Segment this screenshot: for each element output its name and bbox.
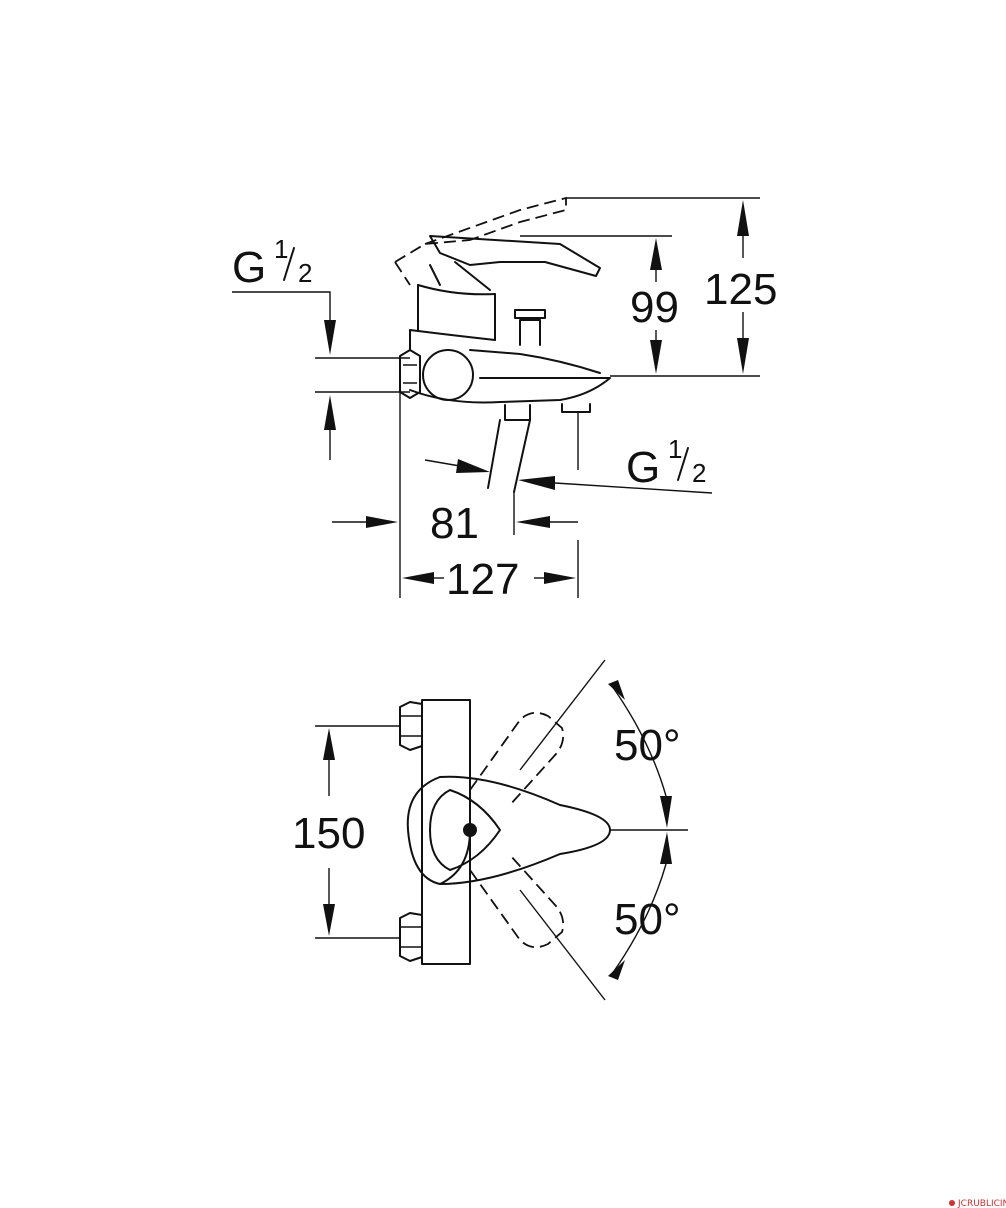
thread-denominator: 2: [298, 258, 312, 288]
tap-body-top: [399, 699, 611, 965]
angle-50-lower: 50°: [519, 832, 681, 1001]
top-view: 150 50° 50°: [292, 659, 688, 1001]
watermark-text: JCRUBLICINS: [957, 1199, 1006, 1208]
tap-body-side: [394, 196, 611, 493]
dim-99: 99: [520, 235, 760, 377]
angle-upper-label: 50°: [614, 721, 681, 770]
thread-outlet-label: G 1 2: [518, 412, 713, 494]
dim-125: 125: [566, 197, 777, 374]
dim-81-label: 81: [430, 499, 479, 548]
dim-150: 150: [292, 725, 400, 939]
side-view: G 1 2 99 125: [232, 196, 777, 604]
dim-99-label: 99: [630, 283, 679, 332]
dim-150-label: 150: [292, 809, 365, 858]
thread-numerator: 1: [274, 234, 288, 264]
thread-inlet-label: G 1 2: [232, 234, 410, 460]
dim-127: 127: [402, 540, 579, 604]
angle-lower-label: 50°: [614, 895, 681, 944]
thread-letter: G: [626, 443, 660, 492]
dim-127-label: 127: [446, 555, 519, 604]
dim-81: 81: [332, 380, 578, 598]
thread-letter: G: [232, 243, 266, 292]
watermark: JCRUBLICINS: [949, 1199, 1006, 1208]
thread-numerator: 1: [668, 434, 682, 464]
angle-50-upper: 50°: [519, 659, 688, 831]
thread-denominator: 2: [692, 458, 706, 488]
dim-125-label: 125: [704, 265, 777, 314]
